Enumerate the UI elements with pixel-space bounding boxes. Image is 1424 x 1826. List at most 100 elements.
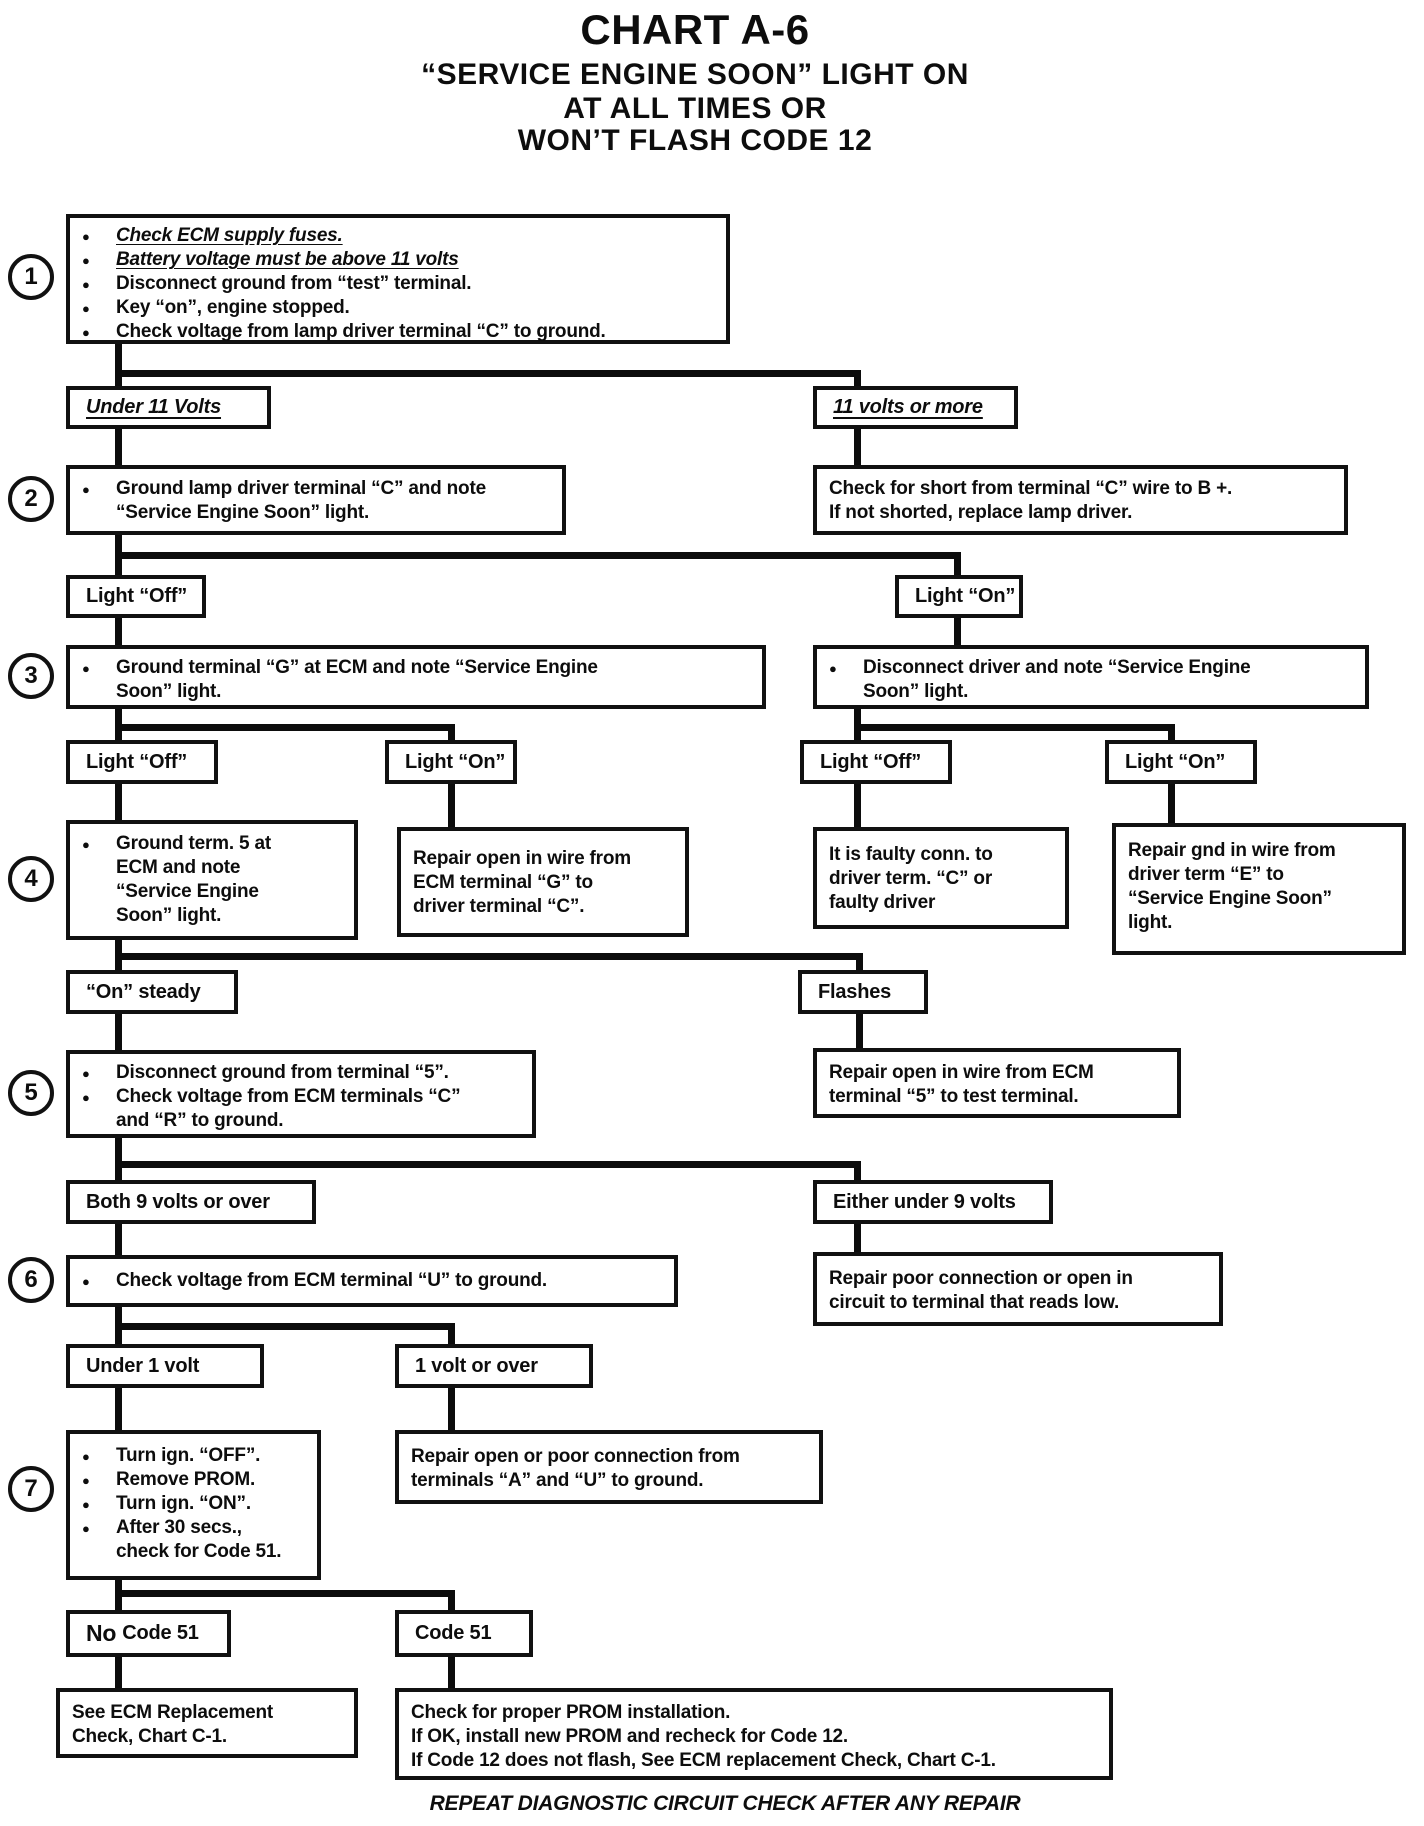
chart-subtitle-line: WON’T FLASH CODE 12 <box>517 124 873 157</box>
instruction-line: If Code 12 does not flash, See ECM repla… <box>411 1750 996 1771</box>
on-steady-label: “On” steady <box>66 970 238 1014</box>
flow-line <box>115 1590 455 1597</box>
checklist-item: check for Code 51. <box>116 1541 282 1562</box>
instruction-line: driver terminal “C”. <box>413 896 585 917</box>
checklist-item: “Service Engine <box>116 881 259 902</box>
step-number-7: 7 <box>8 1466 54 1512</box>
step-number-6: 6 <box>8 1257 54 1303</box>
flow-line <box>115 370 861 377</box>
checklist-item: Ground terminal “G” at ECM and note “Ser… <box>70 656 754 681</box>
checklist-item: Ground term. 5 at <box>70 832 346 857</box>
light-on-label-1: Light “On” <box>895 575 1023 618</box>
flow-line <box>856 1014 863 1048</box>
footer-note: REPEAT DIAGNOSTIC CIRCUIT CHECK AFTER AN… <box>429 1792 1021 1815</box>
repair-g-to-c-box: Repair open in wire from ECM terminal “G… <box>397 827 689 937</box>
instruction-line: If OK, install new PROM and recheck for … <box>411 1726 849 1747</box>
flow-line <box>854 370 861 386</box>
checklist-item: Remove PROM. <box>70 1468 309 1493</box>
flow-line <box>854 784 861 827</box>
light-off-label-1: Light “Off” <box>66 575 206 618</box>
under-11-volts-label: Under 11 Volts <box>66 386 271 429</box>
instruction-line: Repair poor connection or open in <box>829 1268 1133 1289</box>
flow-line <box>854 724 1175 731</box>
flow-line <box>448 1388 455 1430</box>
flow-line <box>115 1138 122 1180</box>
instruction-line: circuit to terminal that reads low. <box>829 1292 1120 1313</box>
instruction-line: Repair open or poor connection from <box>411 1446 740 1467</box>
chart-title: CHART A-6 <box>580 6 810 53</box>
instruction-line: Repair open in wire from <box>413 848 631 869</box>
flow-line <box>115 1323 455 1330</box>
flow-line <box>115 1388 122 1430</box>
checklist-item: Soon” light. <box>116 905 222 926</box>
repair-5-test-box: Repair open in wire from ECM terminal “5… <box>813 1048 1181 1118</box>
light-off-label-2: Light “Off” <box>66 740 218 784</box>
checklist-item: Check voltage from lamp driver terminal … <box>70 320 718 345</box>
checklist-item: Check voltage from ECM terminals “C” <box>70 1085 524 1110</box>
flow-line <box>115 1161 861 1168</box>
checklist-item: Turn ign. “ON”. <box>70 1492 309 1517</box>
step-number-1: 1 <box>8 254 54 300</box>
light-on-label-3: Light “On” <box>1105 740 1257 784</box>
11-volts-or-more-label: 11 volts or more <box>813 386 1018 429</box>
flashes-label: Flashes <box>798 970 928 1014</box>
checklist-item: After 30 secs., <box>70 1516 309 1541</box>
step2-action-box: Ground lamp driver terminal “C” and note… <box>66 465 566 535</box>
flow-line <box>954 552 961 575</box>
check-short-box: Check for short from terminal “C” wire t… <box>813 465 1348 535</box>
flow-line <box>115 429 122 465</box>
instruction-line: Check, Chart C-1. <box>72 1726 227 1747</box>
step-number-3: 3 <box>8 653 54 699</box>
checklist-item: Check ECM supply fuses. <box>70 224 718 249</box>
code-51-label: Code 51 <box>395 1610 533 1657</box>
instruction-line: See ECM Replacement <box>72 1702 274 1723</box>
instruction-line: ECM terminal “G” to <box>413 872 593 893</box>
checklist-item: Disconnect ground from terminal “5”. <box>70 1061 524 1086</box>
step4-action-box: Ground term. 5 at ECM and note “Service … <box>66 820 358 940</box>
checklist-item: Key “on”, engine stopped. <box>70 296 718 321</box>
step3-action-box: Ground terminal “G” at ECM and note “Ser… <box>66 645 766 709</box>
flow-line <box>115 618 122 645</box>
flow-line <box>448 1657 455 1688</box>
step5-action-box: Disconnect ground from terminal “5”. Che… <box>66 1050 536 1138</box>
light-off-label-3: Light “Off” <box>800 740 952 784</box>
instruction-line: “Service Engine Soon” <box>1128 888 1332 909</box>
checklist-item: and “R” to ground. <box>116 1110 284 1131</box>
instruction-line: Check for proper PROM installation. <box>411 1702 731 1723</box>
instruction-line: driver term. “C” or <box>829 868 993 889</box>
instruction-line: terminals “A” and “U” to ground. <box>411 1470 704 1491</box>
instruction-line: If not shorted, replace lamp driver. <box>829 502 1133 523</box>
flow-line <box>115 784 122 820</box>
under-1-volt-label: Under 1 volt <box>66 1344 264 1388</box>
repair-e-box: Repair gnd in wire from driver term “E” … <box>1112 823 1406 955</box>
chart-subtitle-line: AT ALL TIMES OR <box>563 92 827 125</box>
step-number-5: 5 <box>8 1070 54 1116</box>
step-number-4: 4 <box>8 856 54 902</box>
checklist-item: ECM and note <box>116 857 241 878</box>
flow-line <box>856 953 863 970</box>
flow-line <box>854 429 861 465</box>
flow-line <box>854 1224 861 1252</box>
instruction-line: faulty driver <box>829 892 936 913</box>
chart-subtitle-line: “SERVICE ENGINE SOON” LIGHT ON <box>421 58 969 91</box>
checklist-item: Battery voltage must be above 11 volts <box>70 248 718 273</box>
both-9-volts-label: Both 9 volts or over <box>66 1180 316 1224</box>
flow-line <box>115 724 455 731</box>
checklist-item: Disconnect ground from “test” terminal. <box>70 272 718 297</box>
flow-line <box>115 344 122 386</box>
step7-action-box: Turn ign. “OFF”. Remove PROM. Turn ign. … <box>66 1430 321 1580</box>
instruction-line: Repair gnd in wire from <box>1128 840 1336 861</box>
flow-line <box>1168 724 1175 740</box>
1-volt-or-over-label: 1 volt or over <box>395 1344 593 1388</box>
checklist-item: “Service Engine Soon” light. <box>116 502 370 523</box>
checklist-item: Soon” light. <box>863 681 969 702</box>
ecm-replacement-box: See ECM Replacement Check, Chart C-1. <box>56 1688 358 1758</box>
instruction-line: driver term “E” to <box>1128 864 1284 885</box>
flow-line <box>448 724 455 740</box>
flow-line <box>854 1161 861 1180</box>
flow-line <box>115 1224 122 1255</box>
repair-a-u-box: Repair open or poor connection from term… <box>395 1430 823 1504</box>
checklist-item: Disconnect driver and note “Service Engi… <box>817 656 1357 681</box>
flow-line <box>448 784 455 827</box>
